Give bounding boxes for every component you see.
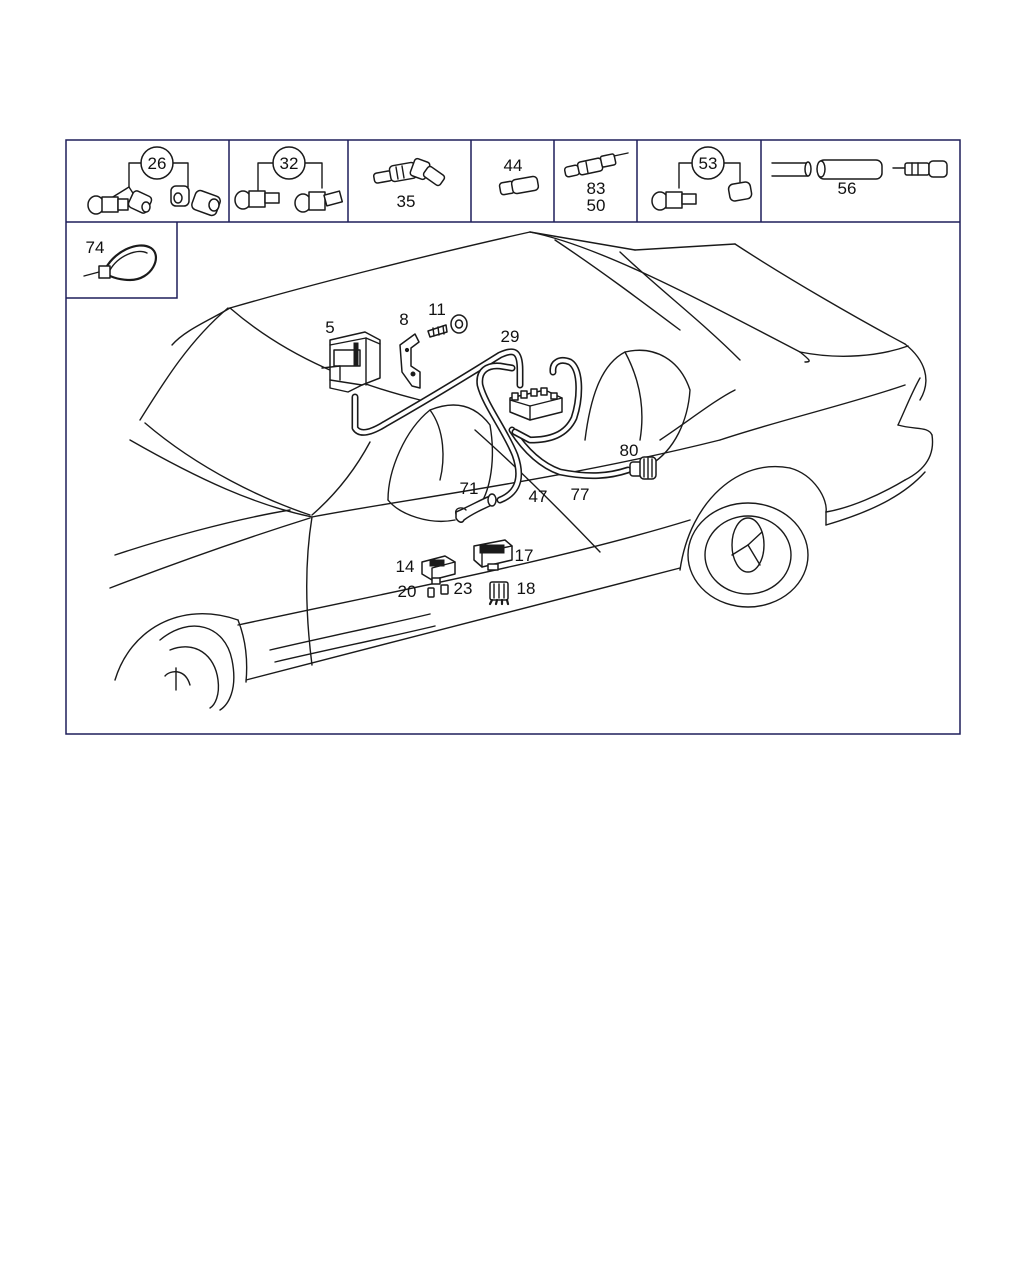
callout-74: 74 <box>86 238 105 257</box>
callout-11: 11 <box>428 300 446 319</box>
part-18-plug <box>488 581 510 606</box>
callout-32: 32 <box>280 154 299 173</box>
callout-47: 47 <box>529 487 548 506</box>
part-11-screw-nut <box>427 314 468 338</box>
part-5-vacuum-pump <box>321 331 381 393</box>
callout-29: 29 <box>501 327 520 346</box>
callout-56: 56 <box>838 179 857 198</box>
part-23-cap <box>440 584 449 595</box>
part-14-switch <box>421 555 456 585</box>
callout-50: 50 <box>587 196 606 215</box>
inset-74-border <box>66 222 178 299</box>
inset-26-connectors <box>87 146 221 217</box>
vacuum-hoses <box>351 348 632 504</box>
car-outline <box>109 231 934 711</box>
inset-32-connectors <box>234 146 344 213</box>
part-17-switch <box>473 539 513 571</box>
callout-18: 18 <box>517 579 536 598</box>
part-8-bracket <box>399 333 421 389</box>
callout-44: 44 <box>504 156 523 175</box>
part-20-cap <box>427 587 435 598</box>
callout-71: 71 <box>460 479 479 498</box>
callout-77: 77 <box>571 485 590 504</box>
inset-74-cable-tie <box>83 244 157 282</box>
inset-44-connector <box>498 175 540 196</box>
callout-23: 23 <box>454 579 473 598</box>
callout-26: 26 <box>148 154 167 173</box>
callout-14: 14 <box>396 557 415 576</box>
callout-80: 80 <box>620 441 639 460</box>
callout-53: 53 <box>699 154 718 173</box>
callout-83: 83 <box>587 179 606 198</box>
inset-56-hose-parts <box>771 159 948 180</box>
part-71-fitting <box>454 493 497 523</box>
callout-20: 20 <box>398 582 417 601</box>
part-29-distributor <box>509 387 563 421</box>
callout-8: 8 <box>399 310 408 329</box>
part-80-connector <box>629 456 657 480</box>
diagram-frame <box>65 139 961 735</box>
callout-5: 5 <box>325 318 334 337</box>
inset-53-connectors <box>651 146 753 211</box>
callout-35: 35 <box>397 192 416 211</box>
callout-17: 17 <box>515 546 534 565</box>
inset-35-angle-connector <box>372 157 446 187</box>
inset-83-50-connector <box>563 152 629 178</box>
